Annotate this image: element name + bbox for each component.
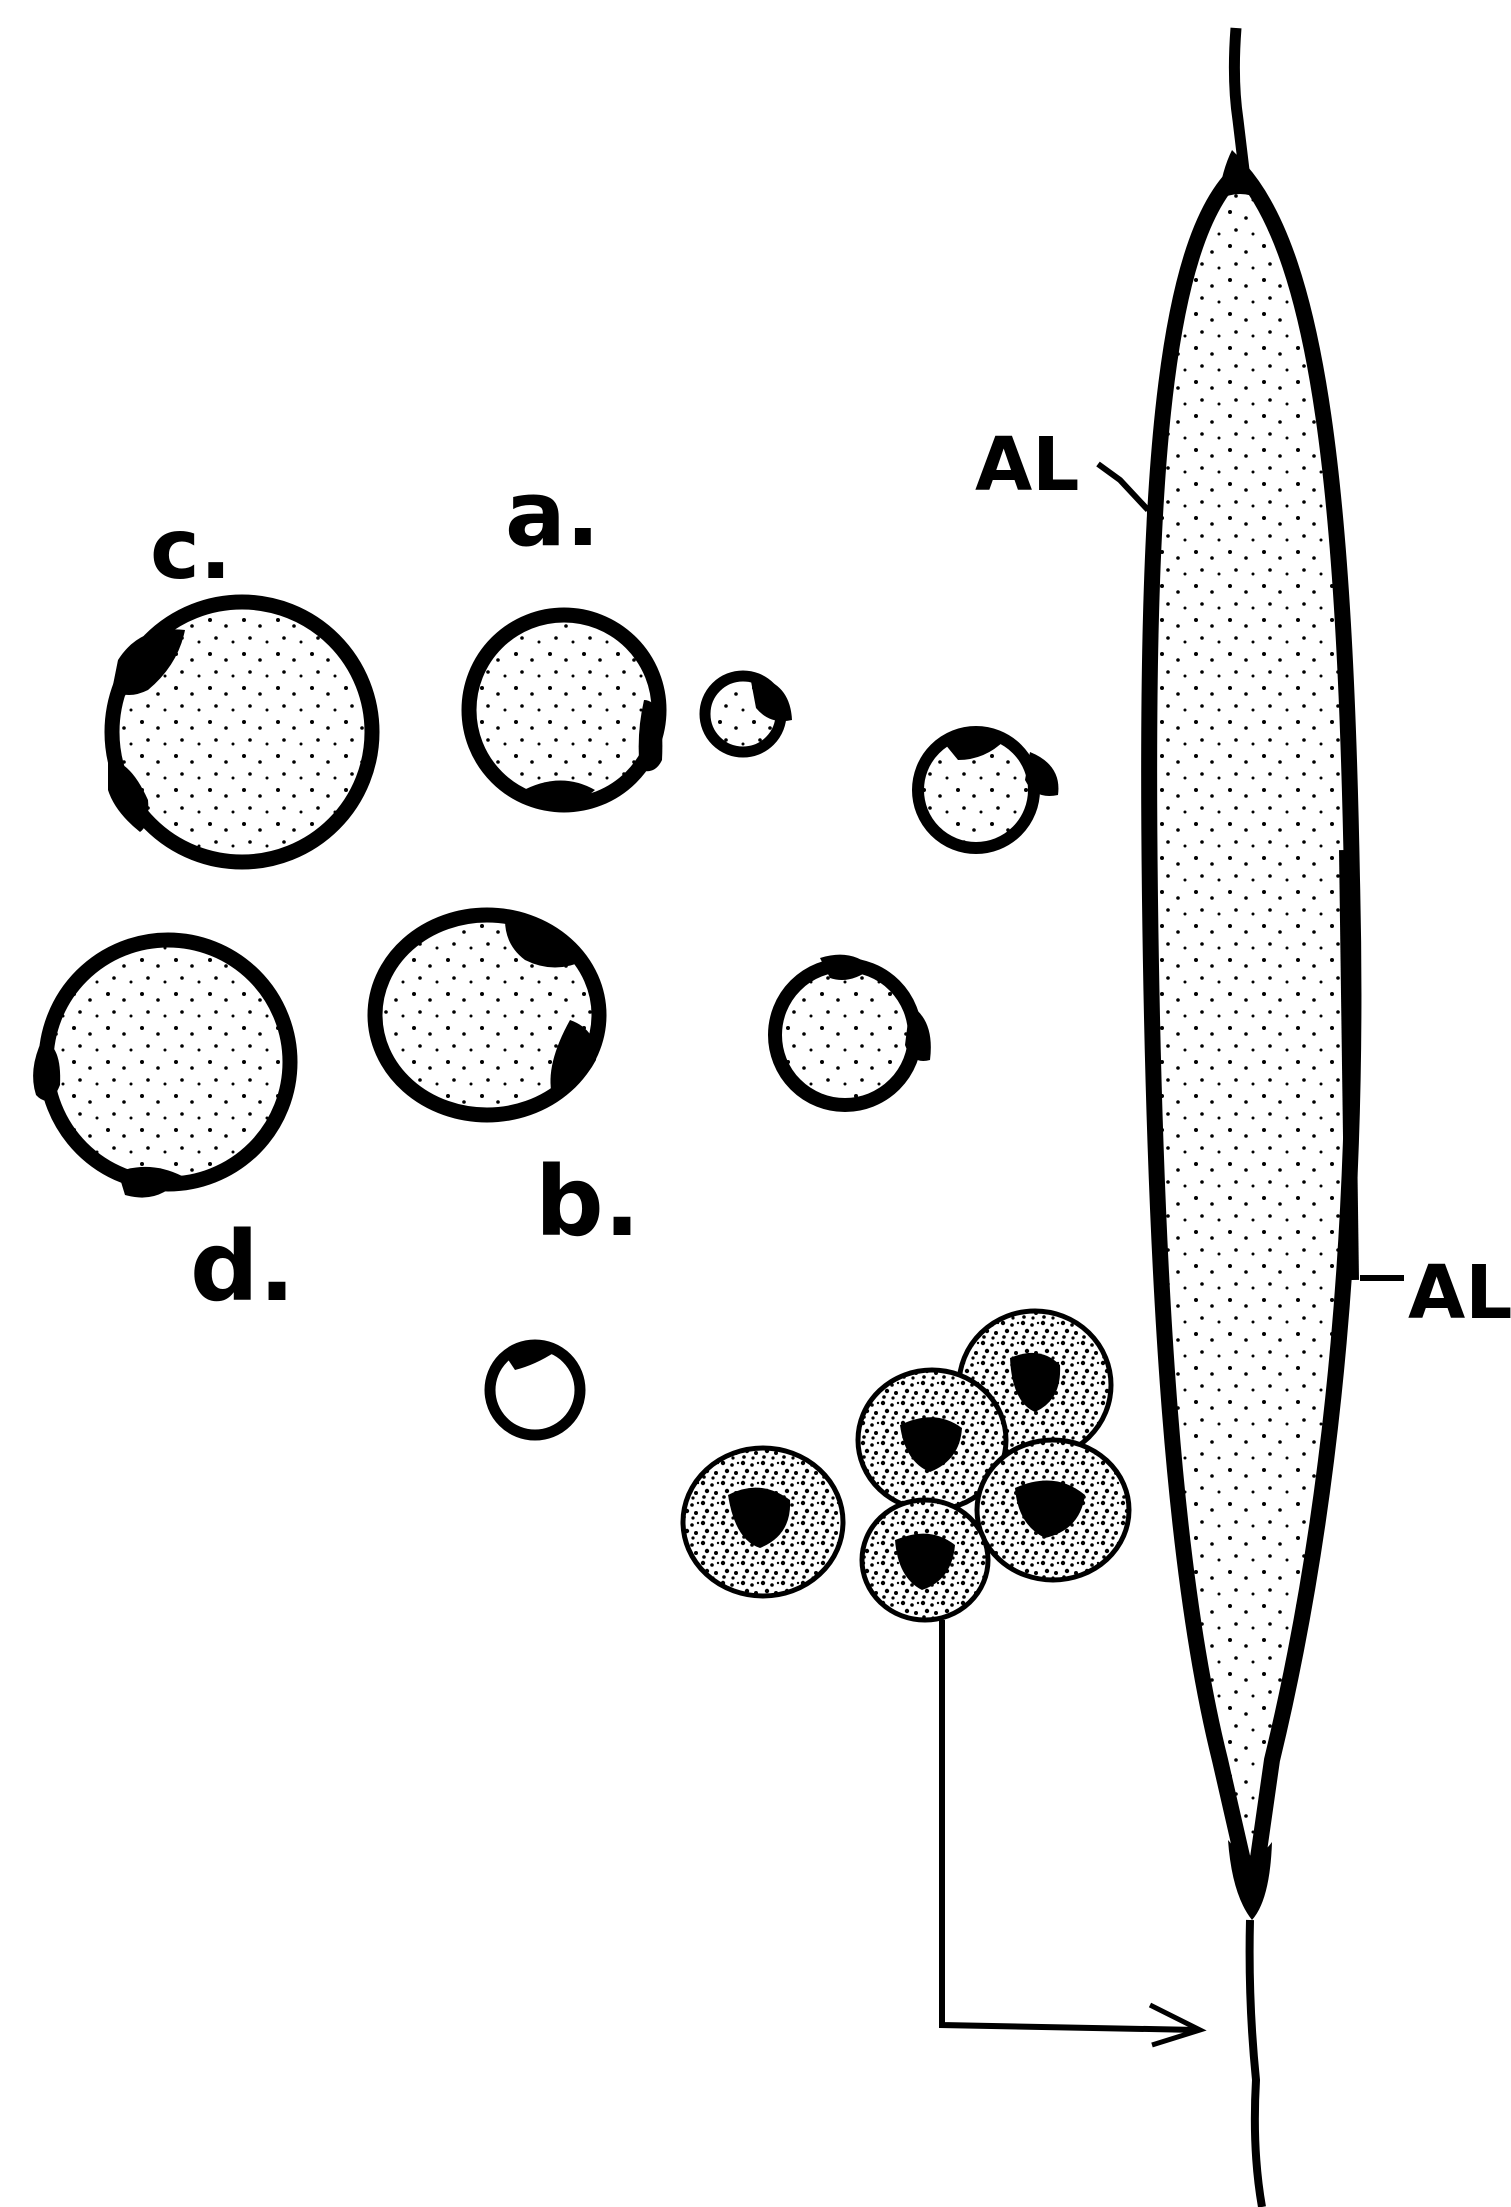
label-d: d.	[190, 1211, 295, 1323]
cell-upper-right	[918, 728, 1058, 848]
cell-small-2	[490, 1345, 580, 1435]
label-al-right: AL	[1408, 1250, 1511, 1336]
label-c: c.	[150, 500, 232, 598]
cell-middle-right	[775, 955, 931, 1105]
granular-cell-cluster	[683, 1311, 1129, 1620]
cell-b	[375, 915, 599, 1115]
al-top-leader	[1098, 464, 1148, 510]
granular-cell-5	[862, 1500, 988, 1620]
pointer-arrow	[942, 1620, 1200, 2045]
cell-small-1	[705, 676, 792, 752]
granular-cell-4	[977, 1440, 1129, 1580]
granular-cell-1	[683, 1448, 843, 1596]
label-al-top: AL	[975, 422, 1079, 508]
cell-c	[108, 602, 372, 862]
label-a: a.	[505, 462, 600, 567]
label-b: b.	[535, 1146, 640, 1258]
spindle-cell	[1149, 28, 1353, 2207]
cell-a	[469, 615, 662, 807]
cell-d	[33, 940, 290, 1198]
